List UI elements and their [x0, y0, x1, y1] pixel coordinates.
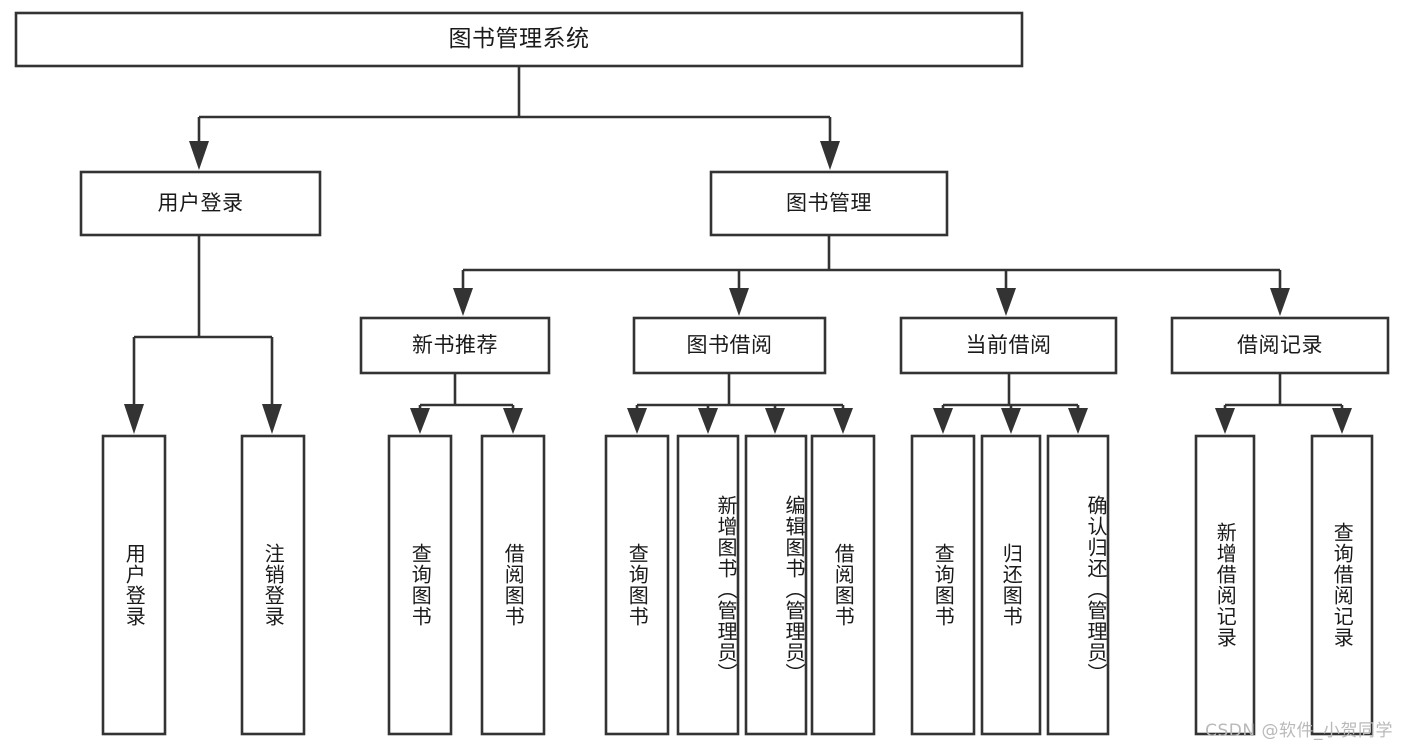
node-box-return-book[interactable] — [980, 434, 1042, 736]
connector-group-book-manage — [453, 235, 1290, 316]
connector-group-book-borrow — [627, 373, 853, 434]
connector-group-new-book-recommend — [410, 373, 523, 434]
arrow-head-query-book-borrow — [627, 408, 647, 434]
arrow-head-query-book-current — [933, 408, 953, 434]
arrow-head-add-borrow-record — [1215, 408, 1235, 434]
connector-group-borrow-record — [1215, 373, 1352, 434]
arrow-head-current-borrow — [996, 288, 1016, 316]
arrow-head-user-login-leaf — [124, 404, 144, 434]
node-box-borrow-record[interactable] — [1170, 316, 1390, 375]
arrow-head-book-manage — [820, 141, 840, 170]
node-box-borrow-book-rec[interactable] — [480, 434, 546, 736]
node-box-query-book-rec[interactable] — [387, 434, 453, 736]
arrow-head-user-login — [189, 141, 209, 170]
node-box-current-borrow[interactable] — [899, 316, 1118, 375]
node-box-user-login-leaf[interactable] — [101, 434, 167, 736]
connector-group-root — [189, 66, 840, 170]
connector-group-current-borrow — [933, 373, 1088, 434]
node-box-add-book-admin[interactable] — [676, 434, 740, 736]
connector-group-user-login — [124, 235, 282, 434]
arrow-head-new-book-recommend — [453, 288, 473, 316]
arrow-head-query-book-rec — [410, 408, 430, 434]
node-box-query-book-current[interactable] — [910, 434, 976, 736]
node-box-add-borrow-record[interactable] — [1194, 434, 1256, 736]
arrow-head-return-book — [1001, 408, 1021, 434]
arrow-head-user-logout-leaf — [262, 404, 282, 434]
arrow-head-borrow-record — [1270, 288, 1290, 316]
arrow-head-query-borrow-record — [1332, 408, 1352, 434]
arrow-head-add-book-admin — [698, 408, 718, 434]
arrow-head-edit-book-admin — [765, 408, 785, 434]
arrow-head-borrow-book-rec — [503, 408, 523, 434]
node-box-query-borrow-record[interactable] — [1310, 434, 1374, 736]
arrow-head-book-borrow — [729, 288, 749, 316]
node-box-root[interactable] — [14, 11, 1024, 68]
node-box-edit-book-admin[interactable] — [744, 434, 808, 736]
node-box-book-manage[interactable] — [709, 170, 949, 237]
node-box-query-book-borrow[interactable] — [604, 434, 670, 736]
node-box-new-book-recommend[interactable] — [359, 316, 551, 375]
arrow-head-confirm-return-admin — [1068, 408, 1088, 434]
node-box-book-borrow[interactable] — [632, 316, 827, 375]
node-box-borrow-book[interactable] — [810, 434, 876, 736]
node-box-user-logout-leaf[interactable] — [240, 434, 306, 736]
node-box-user-login[interactable] — [79, 170, 322, 237]
node-box-confirm-return-admin[interactable] — [1046, 434, 1110, 736]
arrow-head-borrow-book — [833, 408, 853, 434]
